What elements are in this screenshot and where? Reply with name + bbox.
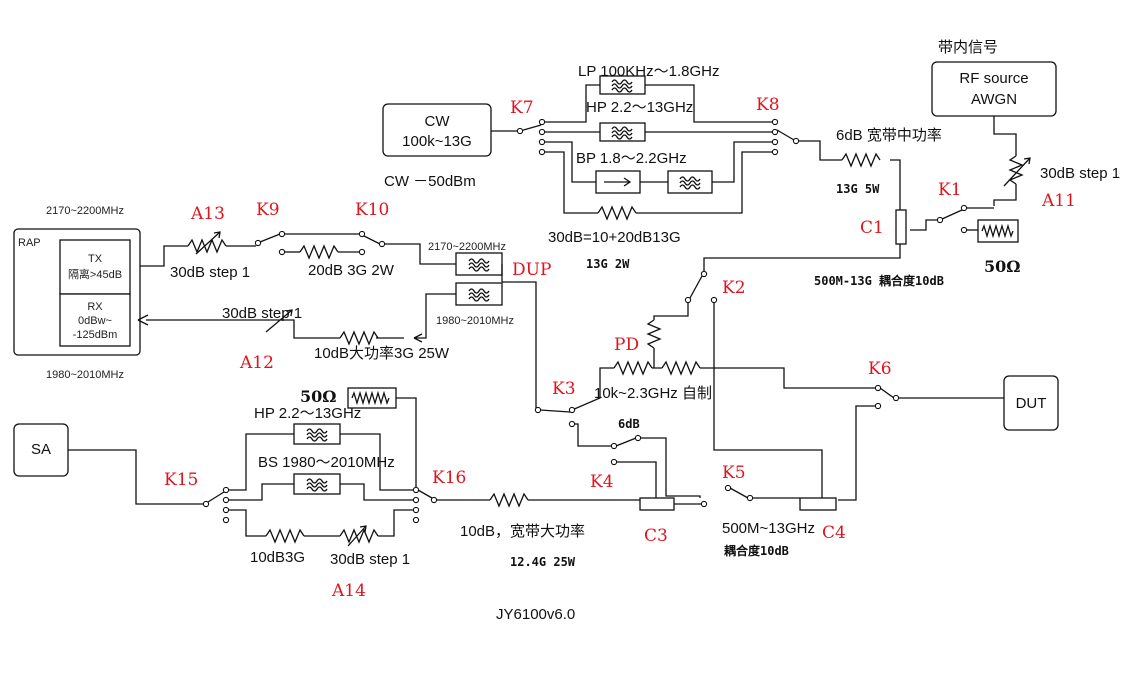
dut-name: DUT (1016, 395, 1047, 412)
label-c1: C1 (860, 218, 884, 238)
rf-source-line2: AWGN (971, 91, 1017, 108)
rx-line2: 0dBw~ (78, 315, 112, 327)
rf-header: 带内信号 (938, 39, 998, 56)
lp-label: LP 100KHz～1.8GHz (578, 63, 719, 80)
dup-output-wire (501, 264, 538, 409)
tx-path-wires (140, 230, 456, 267)
label-k10: K10 (355, 200, 389, 220)
label-c3: C3 (644, 526, 668, 546)
cw-source-block: CW 100k~13G (382, 103, 492, 157)
rap-name: RAP (18, 237, 41, 249)
label-k1: K1 (938, 180, 962, 200)
label-k7: K7 (510, 98, 534, 118)
spec-13g5w: 13G 5W (836, 182, 880, 196)
c4-range-label: 500M~13GHz (722, 520, 815, 537)
rx-line3: -125dBm (73, 329, 118, 341)
cw-range: 100k~13G (402, 133, 472, 150)
a13-step-label: 30dB step 1 (170, 264, 250, 281)
label-a14: A14 (331, 581, 366, 601)
dut-block: DUT (1003, 375, 1059, 431)
filter-bank-wires (491, 84, 901, 214)
label-dup: DUP (512, 260, 551, 280)
bs-filter (293, 473, 341, 495)
att-10db3g-label: 10dB3G (250, 549, 305, 566)
load-top-label: 50Ω (984, 257, 1021, 276)
hp-top-label: HP 2.2～13GHz (586, 99, 693, 116)
att-10db-wide-label: 10dB，宽带大功率 (460, 523, 585, 540)
sa-name: SA (31, 441, 51, 458)
label-k6: K6 (868, 359, 892, 379)
hp-bottom-label: HP 2.2～13GHz (254, 405, 361, 422)
rx-line1: RX (87, 301, 103, 313)
spec-13g2w: 13G 2W (586, 257, 630, 271)
sum-30db-label: 30dB=10+20dB13G (548, 229, 681, 246)
pd-6db-label: 6dB (618, 417, 640, 431)
bp-filter (667, 170, 713, 194)
lp-filter (599, 75, 646, 95)
cw-level: CW －50dBm (384, 173, 476, 190)
label-a13: A13 (190, 204, 225, 224)
label-k3: K3 (552, 379, 576, 399)
c4-coupling-label: 耦合度10dB (724, 543, 789, 558)
label-k2: K2 (722, 278, 746, 298)
label-k9: K9 (256, 200, 280, 220)
label-k16: K16 (432, 468, 466, 488)
freq-rx-bottom: 1980~2010MHz (46, 369, 124, 381)
hp-filter-bottom (293, 423, 341, 445)
rf-path-wires (910, 116, 1031, 234)
label-k8: K8 (756, 95, 780, 115)
a14-step-label: 30dB step 1 (330, 551, 410, 568)
pa-6db-label: 6dB 宽带中功率 (836, 127, 942, 144)
dup-filter-rx (455, 282, 503, 306)
tx-line2: 隔离>45dB (68, 267, 122, 281)
attenuator-6db-amp (841, 152, 881, 168)
label-a11: A11 (1041, 191, 1076, 211)
label-c4: C4 (822, 523, 846, 543)
att-20db-label: 20dB 3G 2W (308, 262, 395, 279)
dup-filter-tx (455, 252, 503, 276)
rx-path-wires (137, 293, 456, 346)
diagram-title: JY6100v6.0 (496, 606, 575, 623)
tx-line1: TX (88, 253, 103, 265)
label-a12: A12 (239, 353, 274, 373)
load-left (347, 387, 397, 409)
rap-block: RAP TX 隔离>45dB RX 0dBw~ -125dBm (13, 228, 141, 356)
att-10db-hi-label: 10dB大功率3G 25W (314, 345, 450, 362)
hp-filter-top (599, 122, 646, 142)
label-k5: K5 (722, 463, 746, 483)
step-30db-k1: 30dB step 1 (1040, 165, 1120, 182)
k4-k5-wires (610, 434, 837, 511)
spec-124g-label: 12.4G 25W (510, 555, 576, 569)
bp-label: BP 1.8～2.2GHz (576, 150, 687, 167)
rf-source-block: RF source AWGN (931, 61, 1057, 117)
sa-block: SA (13, 423, 69, 477)
bs-label: BS 1980～2010MHz (258, 454, 395, 471)
load-top (977, 219, 1019, 243)
load-left-label: 50Ω (300, 387, 337, 406)
coupler-c1 (703, 209, 907, 272)
rf-source-line1: RF source (959, 70, 1028, 87)
label-k15: K15 (164, 470, 198, 490)
label-k4: K4 (590, 472, 614, 492)
dup-freq-bottom: 1980~2010MHz (436, 315, 514, 327)
pd-range-label: 10k~2.3GHz 自制 (594, 385, 712, 402)
label-pd: PD (614, 335, 639, 355)
sa-path-wires (68, 397, 640, 547)
bp-isolator (595, 170, 641, 194)
dup-freq-top: 2170~2200MHz (428, 241, 506, 253)
freq-tx-top: 2170~2200MHz (46, 205, 124, 217)
cw-name: CW (425, 113, 451, 130)
attenuator-30db-fixed (597, 205, 637, 221)
coupler-c1-label: 500M-13G 耦合度10dB (814, 273, 944, 288)
pd-wires (534, 270, 1004, 501)
a12-step-label: 30dB step 1 (222, 305, 302, 322)
